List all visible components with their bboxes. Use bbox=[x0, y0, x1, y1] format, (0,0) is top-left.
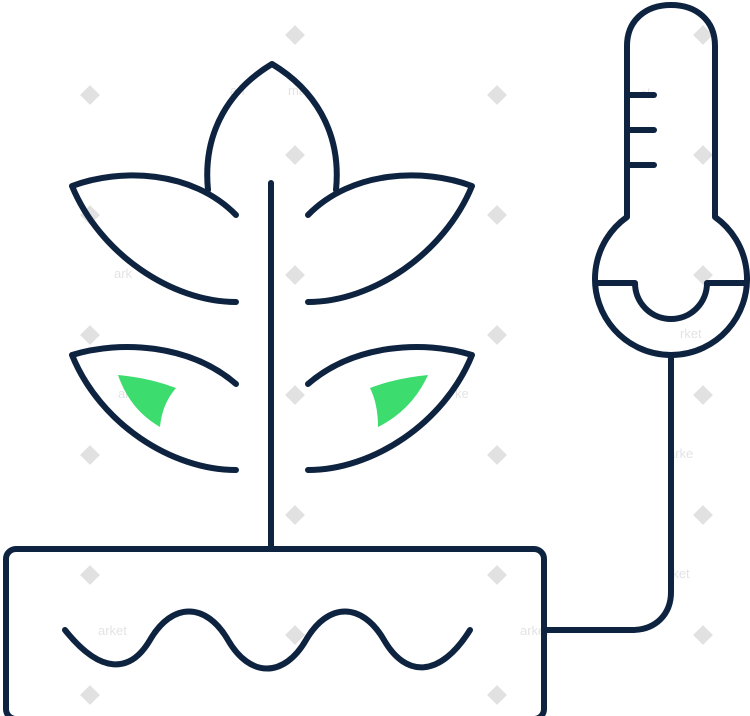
watermark-diamond bbox=[693, 505, 713, 525]
watermark-text: arket bbox=[98, 623, 127, 638]
watermark-diamond bbox=[285, 385, 305, 405]
upper-left-leaf bbox=[69, 172, 239, 305]
lower-left-leaf bbox=[69, 343, 239, 473]
watermark-diamond bbox=[80, 685, 100, 705]
watermark-diamond bbox=[285, 625, 305, 645]
watermark-diamond bbox=[487, 205, 507, 225]
watermark-diamond bbox=[80, 565, 100, 585]
planter-box bbox=[3, 546, 547, 716]
watermark-layer: elarkarketrketanmakearkearketarketrket bbox=[80, 25, 713, 705]
watermark-diamond bbox=[693, 625, 713, 645]
watermark-text: ke bbox=[455, 386, 469, 401]
watermark-text: rket bbox=[680, 326, 702, 341]
top-leaf bbox=[204, 61, 340, 193]
leaf-accent-group bbox=[118, 375, 428, 427]
watermark-diamond bbox=[285, 505, 305, 525]
watermark-diamond bbox=[693, 265, 713, 285]
sensor-cable bbox=[543, 353, 674, 633]
watermark-diamond bbox=[285, 265, 305, 285]
watermark-diamond bbox=[487, 445, 507, 465]
left-leaf-accent bbox=[118, 375, 176, 427]
watermark-diamond bbox=[487, 685, 507, 705]
watermark-text: arke bbox=[668, 446, 693, 461]
watermark-diamond bbox=[693, 385, 713, 405]
watermark-diamond bbox=[487, 85, 507, 105]
right-leaf-accent bbox=[370, 375, 428, 427]
watermark-diamond bbox=[80, 85, 100, 105]
watermark-diamond bbox=[285, 145, 305, 165]
watermark-diamond bbox=[80, 445, 100, 465]
lower-right-leaf bbox=[305, 343, 475, 473]
thermometer bbox=[543, 2, 750, 633]
plant bbox=[69, 61, 475, 551]
watermark-text: ark bbox=[114, 266, 133, 281]
thermometer-bulb-level bbox=[595, 280, 749, 322]
watermark-diamond bbox=[693, 145, 713, 165]
thermometer-body bbox=[592, 2, 750, 358]
water-wave bbox=[62, 608, 473, 672]
watermark-diamond bbox=[487, 565, 507, 585]
watermark-diamond bbox=[487, 325, 507, 345]
watermark-diamond bbox=[80, 325, 100, 345]
planter bbox=[3, 546, 547, 716]
watermark-diamond bbox=[285, 25, 305, 45]
upper-right-leaf bbox=[305, 172, 475, 305]
